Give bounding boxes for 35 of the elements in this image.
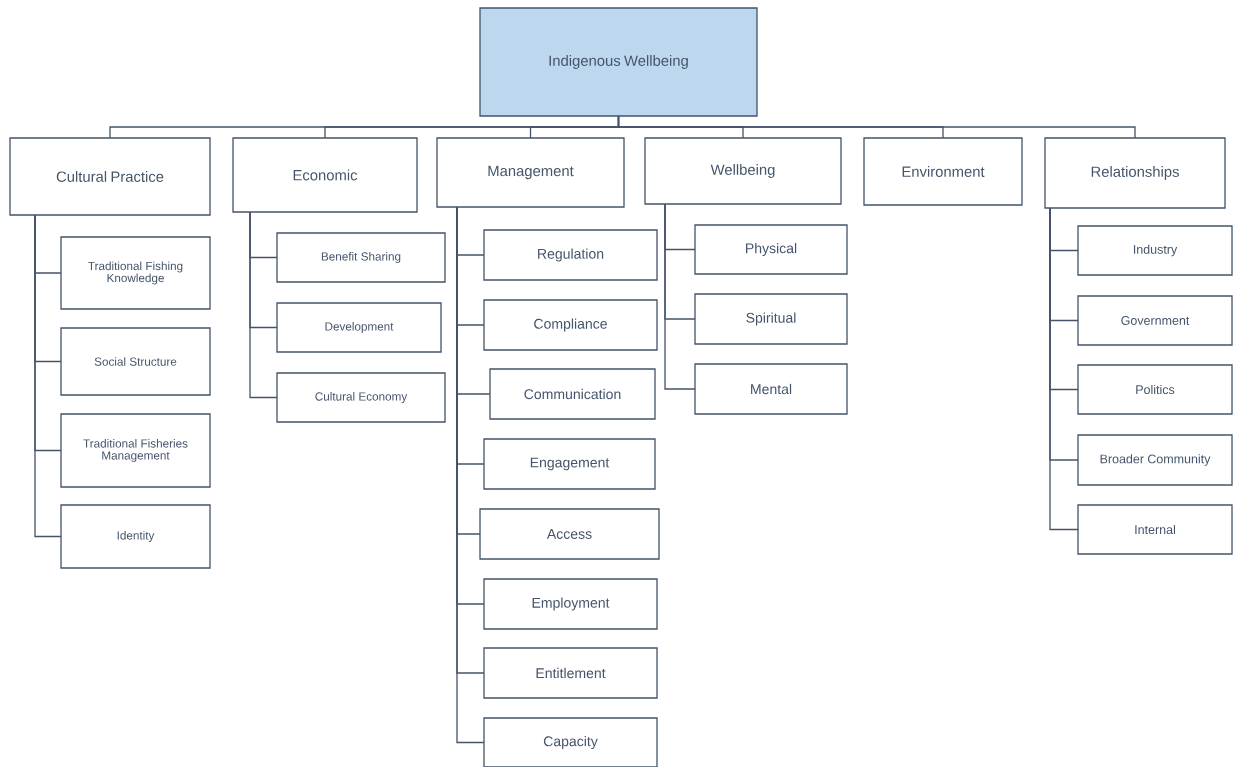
connector-line xyxy=(617,115,1136,139)
item-box: Cultural Economy xyxy=(276,372,446,423)
item-box: Internal xyxy=(1077,504,1233,555)
item-box: Physical xyxy=(694,224,848,275)
connector-line xyxy=(1049,207,1079,531)
item-box: Capacity xyxy=(483,717,658,767)
connector-line xyxy=(664,203,696,390)
item-box: Communication xyxy=(489,368,656,420)
item-box: Broader Community xyxy=(1077,434,1233,486)
item-box: Politics xyxy=(1077,364,1233,415)
item-box: Social Structure xyxy=(60,327,211,396)
item-box: Industry xyxy=(1077,225,1233,276)
category-box: Wellbeing xyxy=(644,137,842,205)
item-box: Entitlement xyxy=(483,647,658,699)
item-box: Development xyxy=(276,302,442,353)
item-box: Employment xyxy=(483,578,658,630)
connector-line xyxy=(249,211,278,399)
category-box: Environment xyxy=(863,137,1023,206)
category-box: Relationships xyxy=(1044,137,1226,209)
item-box: Access xyxy=(479,508,660,560)
title-box: Indigenous Wellbeing xyxy=(479,7,758,117)
connector-line xyxy=(34,214,62,538)
item-box: Compliance xyxy=(483,299,658,351)
category-box: Management xyxy=(436,137,625,208)
item-box: Spiritual xyxy=(694,293,848,345)
item-box: Engagement xyxy=(483,438,656,490)
item-box: Government xyxy=(1077,295,1233,346)
item-box: Regulation xyxy=(483,229,658,281)
item-box: Benefit Sharing xyxy=(276,232,446,283)
item-box: Identity xyxy=(60,504,211,569)
item-box: Traditional Fishing Knowledge xyxy=(60,236,211,310)
item-box: Traditional Fisheries Management xyxy=(60,413,211,488)
item-box: Mental xyxy=(694,363,848,415)
category-box: Economic xyxy=(232,137,418,213)
category-box: Cultural Practice xyxy=(9,137,211,216)
